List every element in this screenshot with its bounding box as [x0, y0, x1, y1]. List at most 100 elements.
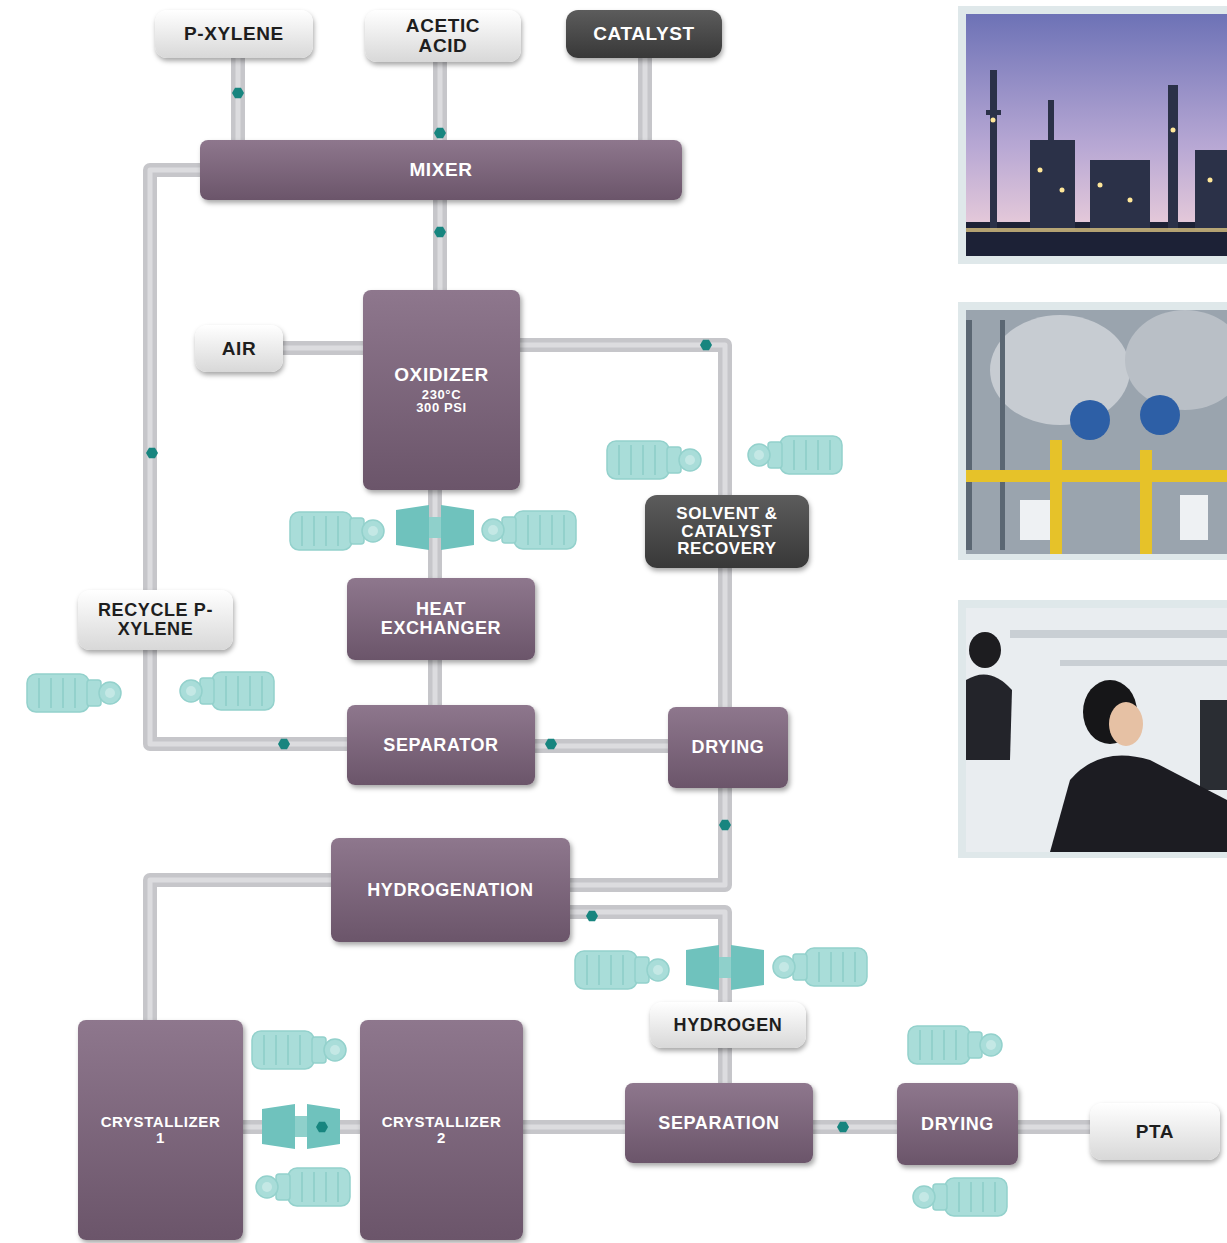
flow-dot: [719, 820, 731, 830]
pipe-sheen: [236, 58, 241, 140]
refinery-photo: [1128, 198, 1133, 203]
pipe-connector: [1018, 1127, 1090, 1128]
process-box: DRYING: [897, 1083, 1018, 1165]
lab-photo: [966, 674, 1012, 760]
input-pill: PTA: [1090, 1103, 1220, 1160]
pipe-connector: [238, 58, 239, 140]
motor-icon: [913, 1178, 1007, 1216]
pipe-connector: [150, 880, 331, 1020]
refinery-photo: [1098, 183, 1103, 188]
pipe-body: [523, 1120, 625, 1134]
pipe-sheen: [150, 650, 347, 744]
flow-dot: [700, 340, 712, 350]
pipe-body: [535, 739, 668, 753]
lab-photo: [1200, 700, 1227, 790]
pipe-sheen: [723, 568, 728, 707]
node-detail: 230°C 300 PSI: [409, 388, 475, 415]
motor-icon: [773, 948, 867, 986]
lab-photo: [1060, 660, 1227, 666]
node-label: MIXER: [409, 160, 472, 180]
pipe-body: [520, 345, 725, 495]
refinery-photo: [1038, 168, 1043, 173]
process-box: SEPARATOR: [347, 705, 535, 785]
node-label: CRYSTALLIZER 1: [98, 1114, 224, 1146]
pipe-connector: [725, 1048, 726, 1083]
node-label: HYDROGEN: [674, 1016, 783, 1035]
machinery-photo: [1140, 450, 1152, 554]
coupling-icon: [686, 945, 764, 990]
motor-icon: [908, 1026, 1002, 1064]
refinery-photo: [1090, 160, 1150, 230]
utility-pill: SOLVENT & CATALYST RECOVERY: [645, 495, 809, 568]
refinery-photo: [1195, 150, 1227, 230]
refinery-photo: [991, 118, 996, 123]
process-box: MIXER: [200, 140, 682, 200]
lab-photo: [1109, 702, 1143, 746]
motor-icon: [252, 1031, 346, 1069]
input-pill: RECYCLE P-XYLENE: [78, 590, 233, 650]
input-pill: AIR: [195, 325, 283, 372]
pipe-connector: [725, 568, 726, 707]
node-label: DRYING: [692, 738, 765, 757]
pipe-sheen: [1018, 1125, 1090, 1130]
refinery-photo: [1048, 100, 1054, 145]
flow-dot: [146, 448, 158, 458]
node-label: DRYING: [921, 1115, 994, 1134]
node-label: HEAT EXCHANGER: [371, 600, 511, 638]
pipe-connector: [813, 1127, 897, 1128]
pipe-body: [1018, 1120, 1090, 1134]
pipe-sheen: [150, 880, 331, 1020]
pipe-body: [718, 1048, 732, 1083]
machinery-photo: [1020, 500, 1050, 540]
process-box: DRYING: [668, 707, 788, 788]
pipe-body: [718, 568, 732, 707]
pipe-body: [813, 1120, 897, 1134]
refinery-photo: [958, 6, 1227, 264]
pipe-sheen: [433, 660, 438, 705]
node-label: SEPARATION: [658, 1114, 779, 1133]
motor-icon: [290, 512, 384, 550]
pipe-body: [150, 880, 331, 1020]
pipe-connector: [570, 788, 725, 885]
process-box: HEAT EXCHANGER: [347, 578, 535, 660]
flow-dot: [586, 911, 598, 921]
flow-dot: [232, 88, 244, 98]
refinery-photo: [958, 6, 1227, 264]
process-box: CRYSTALLIZER 2: [360, 1020, 523, 1240]
refinery-photo: [986, 110, 1001, 115]
machinery-photo: [966, 320, 972, 550]
lab-photo: [1050, 756, 1227, 853]
machinery-photo: [1050, 440, 1062, 554]
pipe-sheen: [643, 58, 648, 140]
pipe-connector: [435, 660, 436, 705]
pipe-sheen: [283, 346, 363, 351]
pipe-body: [283, 341, 363, 355]
pipe-body: [150, 650, 347, 744]
refinery-photo: [966, 228, 1227, 232]
pipe-sheen: [570, 788, 725, 885]
pipe-connector: [150, 650, 347, 744]
pipe-body: [433, 200, 447, 290]
flow-dot: [434, 128, 446, 138]
flow-dot: [837, 1122, 849, 1132]
refinery-photo: [1030, 140, 1075, 230]
machinery-photo: [1140, 395, 1180, 435]
pipe-body: [150, 170, 200, 590]
node-label: RECYCLE P-XYLENE: [88, 601, 223, 639]
coupling-icon: [262, 1104, 340, 1149]
pipe-sheen: [723, 1048, 728, 1083]
refinery-photo: [990, 70, 997, 230]
motor-icon: [482, 511, 576, 549]
motor-icon: [256, 1168, 350, 1206]
machinery-photo: [1070, 400, 1110, 440]
node-label: HYDROGENATION: [367, 881, 533, 900]
pipe-body: [433, 62, 447, 140]
node-label: CATALYST: [593, 24, 695, 44]
utility-pill: CATALYST: [566, 10, 722, 58]
process-box: HYDROGENATION: [331, 838, 570, 942]
machinery-photo: [966, 470, 1227, 482]
pipe-body: [638, 58, 652, 140]
node-label: CRYSTALLIZER 2: [379, 1114, 505, 1146]
motor-icon: [180, 672, 274, 710]
